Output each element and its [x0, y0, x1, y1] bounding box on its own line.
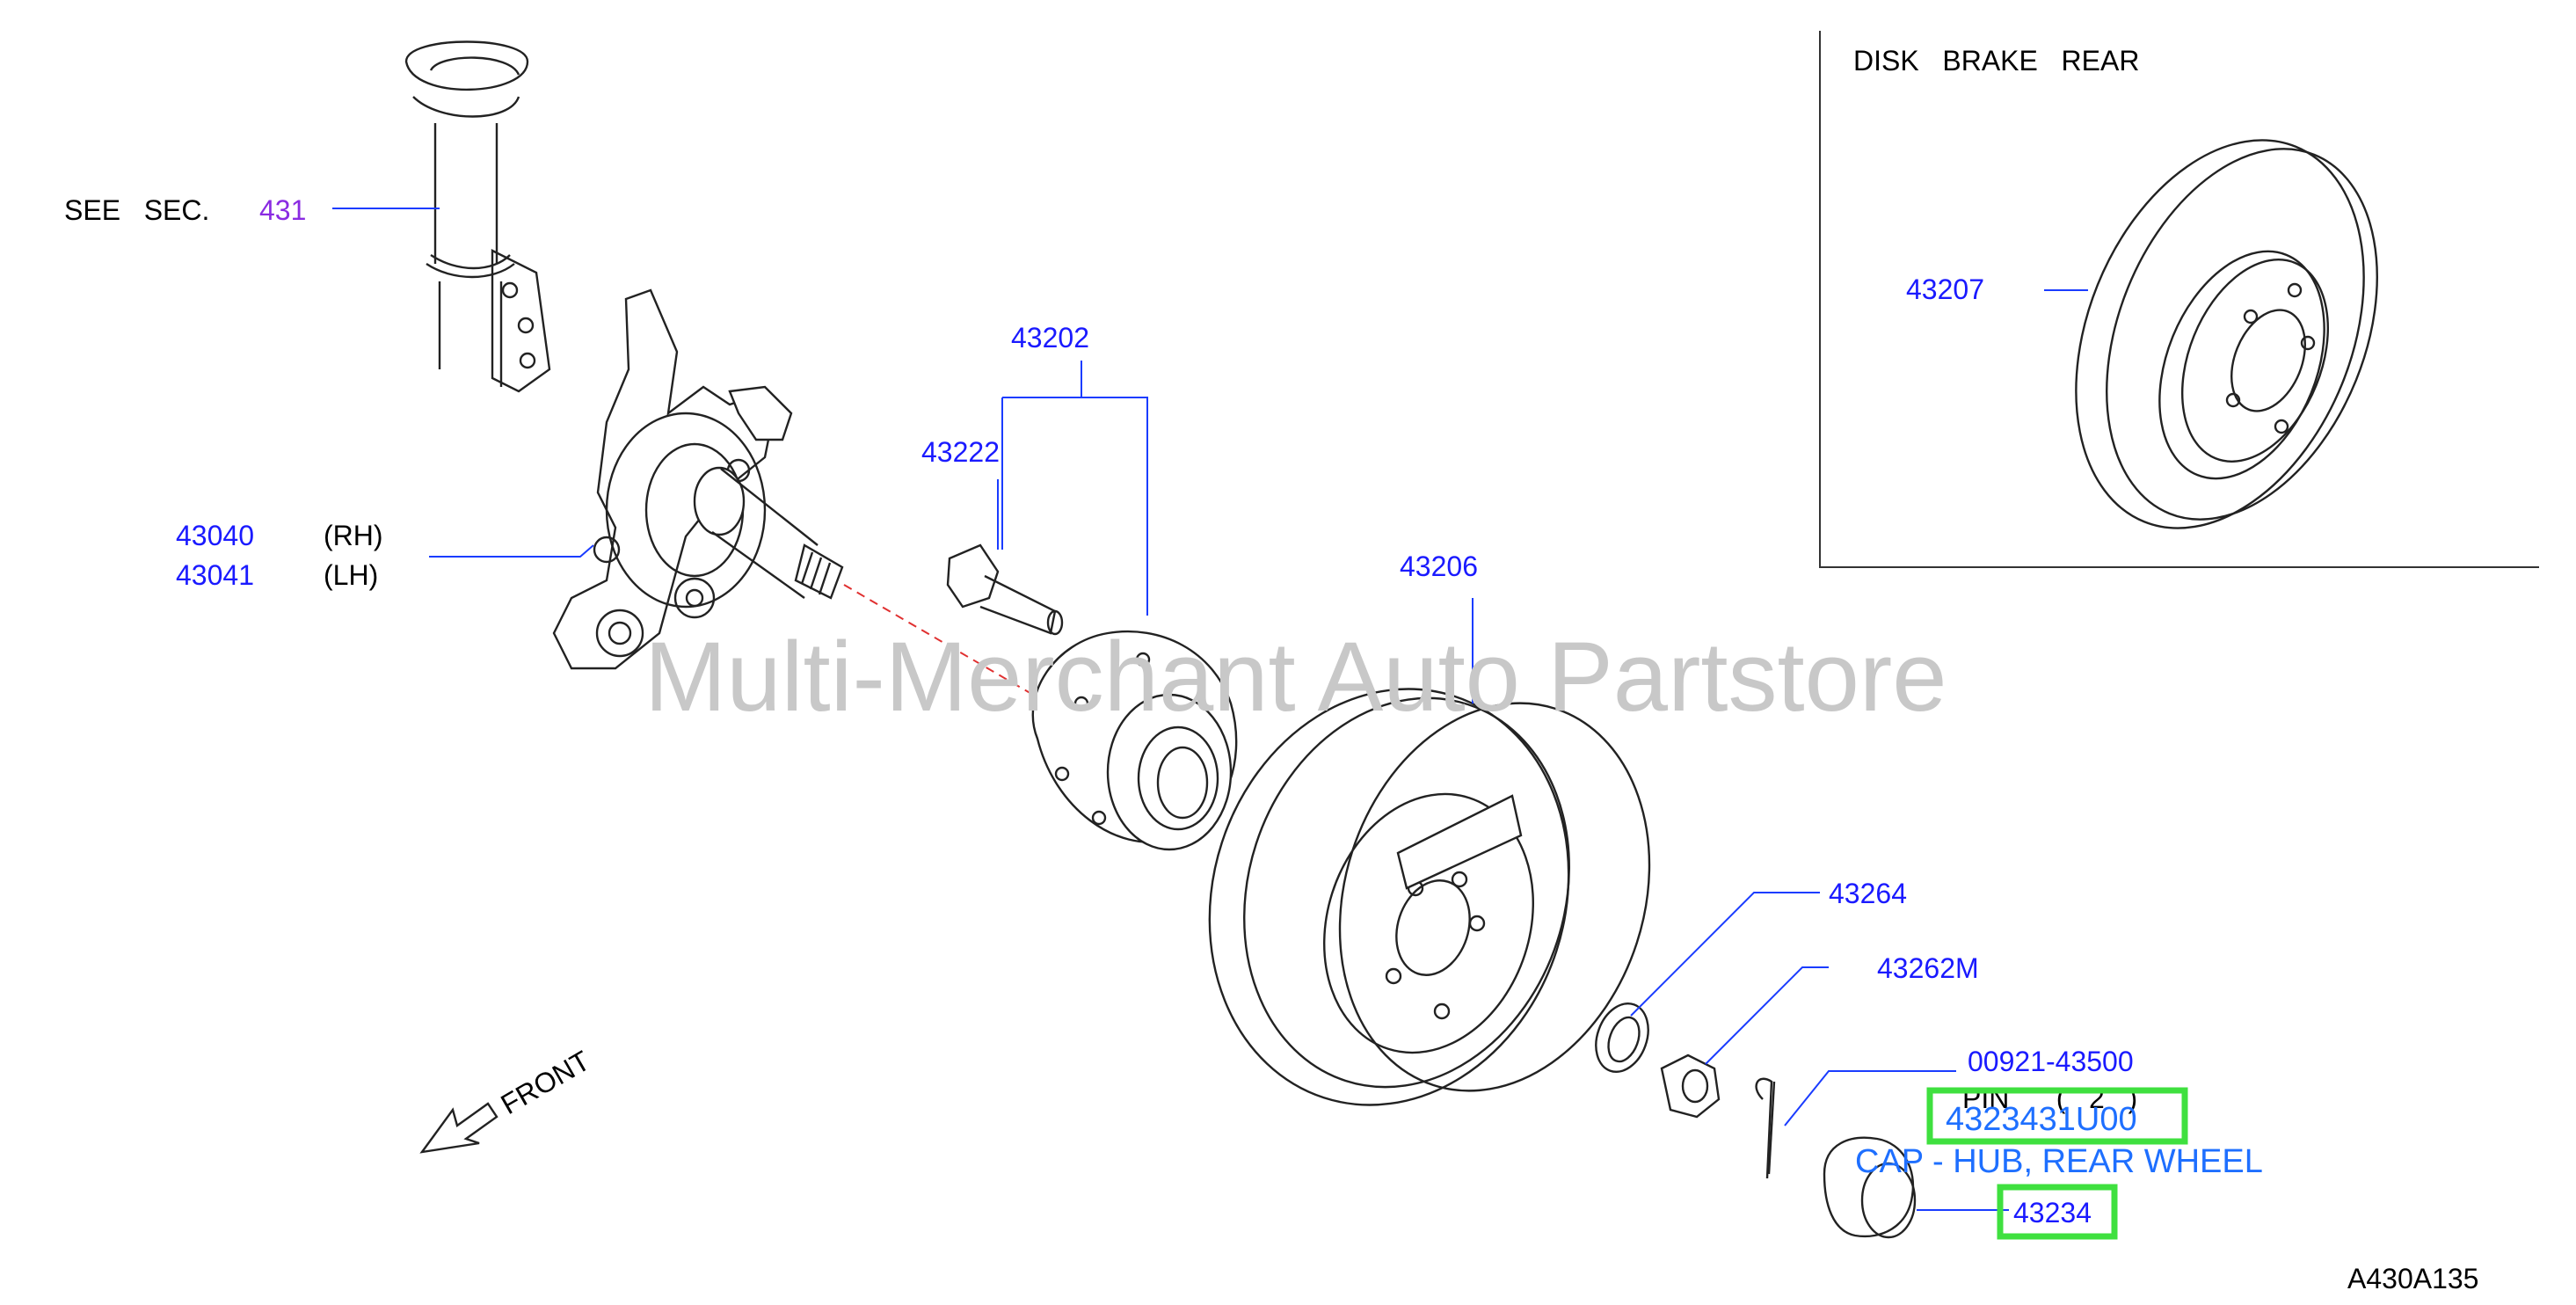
watermark-text: Multi-Merchant Auto Partstore: [644, 622, 1947, 732]
knuckle-illustration: [552, 288, 844, 670]
side-lh-label: (LH): [324, 559, 378, 591]
leader-lines: [332, 208, 2088, 1211]
axis-line: [843, 584, 1034, 696]
cotter-pin-illustration: [1755, 1077, 1776, 1179]
see-sec-number[interactable]: 431: [259, 194, 306, 226]
callout-43040[interactable]: 43040: [176, 520, 254, 551]
hub-cap-illustration: [1823, 1136, 1917, 1239]
front-label: FRONT: [496, 1045, 595, 1120]
inset-frame: [1819, 31, 2539, 568]
front-arrow-icon: [419, 1102, 498, 1154]
callout-43202[interactable]: 43202: [1011, 322, 1089, 354]
callout-43041[interactable]: 43041: [176, 559, 254, 591]
callout-43222[interactable]: 43222: [921, 436, 1000, 468]
brake-drum-illustration: [1208, 688, 1651, 1106]
callout-00921-43500[interactable]: 00921-43500: [1968, 1046, 2134, 1077]
highlight-part-description: CAP - HUB, REAR WHEEL: [1855, 1143, 2263, 1180]
see-sec-label: SEE SEC.: [64, 194, 209, 226]
hub-bolt-illustration: [946, 543, 1064, 636]
callout-43262m[interactable]: 43262M: [1877, 952, 1979, 984]
strut-illustration: [404, 40, 551, 393]
callout-43207[interactable]: 43207: [1906, 273, 1984, 305]
brake-rotor-illustration: [2075, 139, 2378, 529]
callout-43264[interactable]: 43264: [1829, 878, 1907, 909]
highlight-part-number[interactable]: 4323431U00: [1946, 1101, 2137, 1138]
callout-43206[interactable]: 43206: [1400, 550, 1478, 582]
washer-illustration: [1595, 1002, 1649, 1073]
highlight-box-part-number: [1926, 1087, 2188, 1145]
nut-illustration: [1660, 1053, 1721, 1119]
inset-title: DISK BRAKE REAR: [1853, 45, 2139, 77]
figure-code: A430A135: [2347, 1263, 2478, 1294]
hub-illustration: [1031, 630, 1238, 851]
highlight-box-cap: [1997, 1184, 2118, 1240]
callout-43234[interactable]: 43234: [2013, 1197, 2092, 1228]
side-rh-label: (RH): [324, 520, 383, 551]
